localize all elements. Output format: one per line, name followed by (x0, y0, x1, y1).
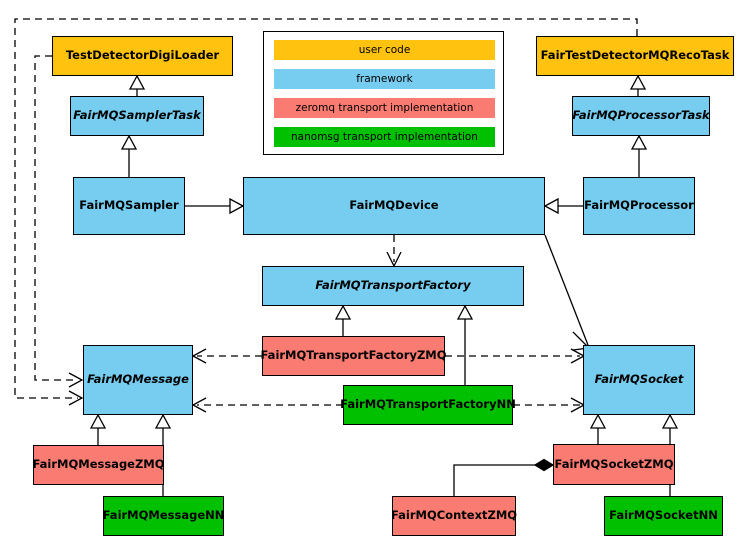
class-node-label: FairMQDevice (349, 198, 439, 213)
class-node-FairMQSocketNN[interactable]: FairMQSocketNN (604, 496, 723, 536)
legend-label-nanomsg: nanomsg transport implementation (291, 131, 478, 143)
edge-transportfactoryzmq-to-transportfactory (334, 304, 352, 336)
edge-socketzmq-to-socket (589, 413, 607, 444)
class-node-label: FairMQSocketZMQ (554, 456, 674, 471)
class-node-label: FairMQSocketNN (609, 508, 718, 523)
legend-label-framework: framework (356, 73, 413, 85)
class-node-FairMQTransportFactoryNN[interactable]: FairMQTransportFactoryNN (340, 385, 516, 425)
edge-processor-to-processortask (630, 134, 648, 177)
class-node-label: FairMQProcessor (584, 198, 694, 213)
class-node-FairMQMessageNN[interactable]: FairMQMessageNN (103, 496, 224, 536)
class-node-label: FairMQSamplerTask (73, 108, 201, 123)
edge-messagezmq-to-message (89, 413, 107, 445)
class-node-label: FairMQMessageZMQ (32, 457, 165, 472)
legend: user code framework zeromq transport imp… (263, 31, 504, 155)
class-node-label: FairTestDetectorMQRecoTask (540, 48, 730, 63)
edge-transportfactoryzmq-to-message (191, 348, 262, 364)
class-node-FairMQSocket[interactable]: FairMQSocket (583, 345, 695, 415)
class-node-FairMQMessageZMQ[interactable]: FairMQMessageZMQ (32, 445, 165, 485)
edge-transportfactorynn-to-transportfactory (456, 304, 474, 385)
edge-transportfactorynn-to-message (191, 397, 343, 413)
class-node-label: FairMQTransportFactoryZMQ (260, 348, 447, 363)
legend-item-user-code: user code (274, 40, 495, 60)
class-node-label: FairMQContextZMQ (390, 508, 518, 523)
class-node-label: FairMQProcessorTask (572, 108, 710, 123)
class-node-FairMQDevice[interactable]: FairMQDevice (243, 177, 545, 235)
edge-sampler-to-device (185, 197, 245, 215)
legend-label-user-code: user code (358, 44, 411, 56)
class-node-label: FairMQMessage (87, 372, 189, 387)
edge-sampler-to-samplertask (120, 134, 138, 177)
class-node-FairTestDetectorMQRecoTask[interactable]: FairTestDetectorMQRecoTask (536, 36, 734, 76)
legend-item-nanomsg: nanomsg transport implementation (274, 127, 495, 147)
class-node-label: FairMQSocket (594, 372, 684, 387)
class-node-label: FairMQTransportFactoryNN (340, 397, 516, 412)
class-node-label: FairMQTransportFactory (315, 278, 471, 293)
edge-transportfactoryzmq-to-socket (445, 348, 586, 364)
legend-item-zeromq: zeromq transport implementation (274, 98, 495, 118)
class-node-FairMQSocketZMQ[interactable]: FairMQSocketZMQ (553, 444, 675, 485)
class-node-FairMQSampler[interactable]: FairMQSampler (73, 177, 185, 235)
edge-processortask-to-recotask (629, 74, 647, 96)
class-node-label: TestDetectorDigiLoader (65, 48, 220, 63)
class-node-FairMQProcessor[interactable]: FairMQProcessor (583, 177, 695, 235)
class-node-FairMQContextZMQ[interactable]: FairMQContextZMQ (390, 496, 518, 536)
edge-processor-to-device (543, 197, 583, 215)
class-node-FairMQSamplerTask[interactable]: FairMQSamplerTask (70, 96, 204, 136)
edge-device-to-socket (544, 234, 591, 351)
edge-transportfactorynn-to-socket (513, 397, 586, 413)
edge-contextzmq-to-socketzmq (453, 458, 555, 496)
class-node-FairMQMessage[interactable]: FairMQMessage (83, 345, 193, 415)
edge-device-to-transportfactory (386, 235, 402, 268)
class-node-TestDetectorDigiLoader[interactable]: TestDetectorDigiLoader (52, 36, 233, 76)
class-node-FairMQProcessorTask[interactable]: FairMQProcessorTask (572, 96, 710, 136)
legend-item-framework: framework (274, 69, 495, 89)
class-node-label: FairMQMessageNN (102, 508, 225, 523)
class-node-FairMQTransportFactoryZMQ[interactable]: FairMQTransportFactoryZMQ (260, 336, 447, 376)
legend-label-zeromq: zeromq transport implementation (295, 102, 474, 114)
edge-samplertask-to-digiloader (128, 74, 146, 96)
class-node-label: FairMQSampler (79, 198, 179, 213)
class-node-FairMQTransportFactory[interactable]: FairMQTransportFactory (262, 266, 524, 306)
